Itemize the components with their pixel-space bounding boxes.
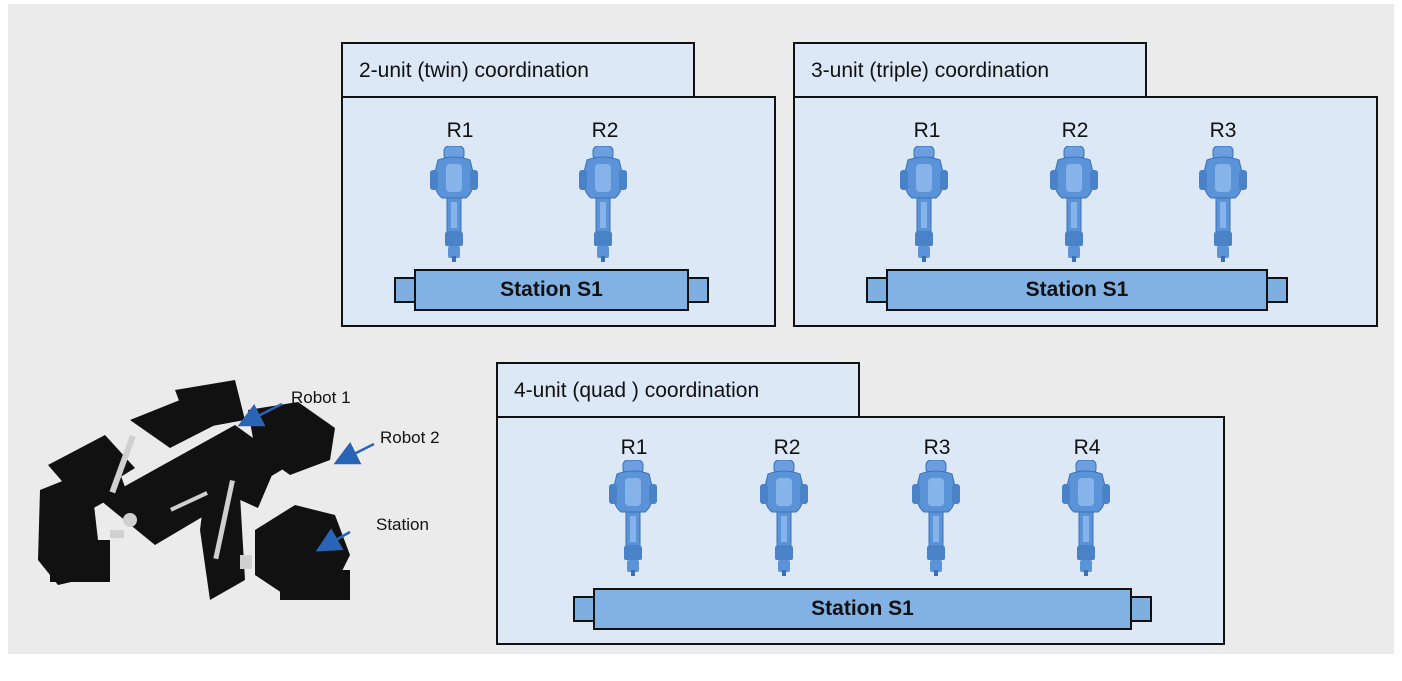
station-arrow xyxy=(315,528,351,552)
twin-robot-label: R1 xyxy=(446,119,474,142)
station-callout: Station xyxy=(376,515,429,534)
twin-robot-label: R2 xyxy=(591,119,619,142)
robot1-arrow xyxy=(237,402,283,427)
quad-panel-title: 4-unit (quad ) coordination xyxy=(514,378,760,402)
triple-robot-label: R2 xyxy=(1061,119,1089,142)
quad-robot-label: R2 xyxy=(773,436,801,459)
quad-station: Station S1 xyxy=(593,588,1132,630)
robot1-callout: Robot 1 xyxy=(291,388,351,407)
triple-panel-title: 3-unit (triple) coordination xyxy=(811,58,1050,82)
twin-panel-title: 2-unit (twin) coordination xyxy=(359,58,589,82)
triple-robot-label: R1 xyxy=(913,119,941,142)
triple-station: Station S1 xyxy=(886,269,1268,311)
quad-robot-label: R4 xyxy=(1073,436,1101,459)
quad-robot-label: R3 xyxy=(923,436,951,459)
robot-system-photo xyxy=(38,380,350,600)
robot2-arrow xyxy=(333,441,375,465)
twin-panel-tab: 2-unit (twin) coordination xyxy=(341,42,695,98)
quad-robot-label: R1 xyxy=(620,436,648,459)
twin-station: Station S1 xyxy=(414,269,689,311)
triple-robot-label: R3 xyxy=(1209,119,1237,142)
robot2-callout: Robot 2 xyxy=(380,428,440,447)
